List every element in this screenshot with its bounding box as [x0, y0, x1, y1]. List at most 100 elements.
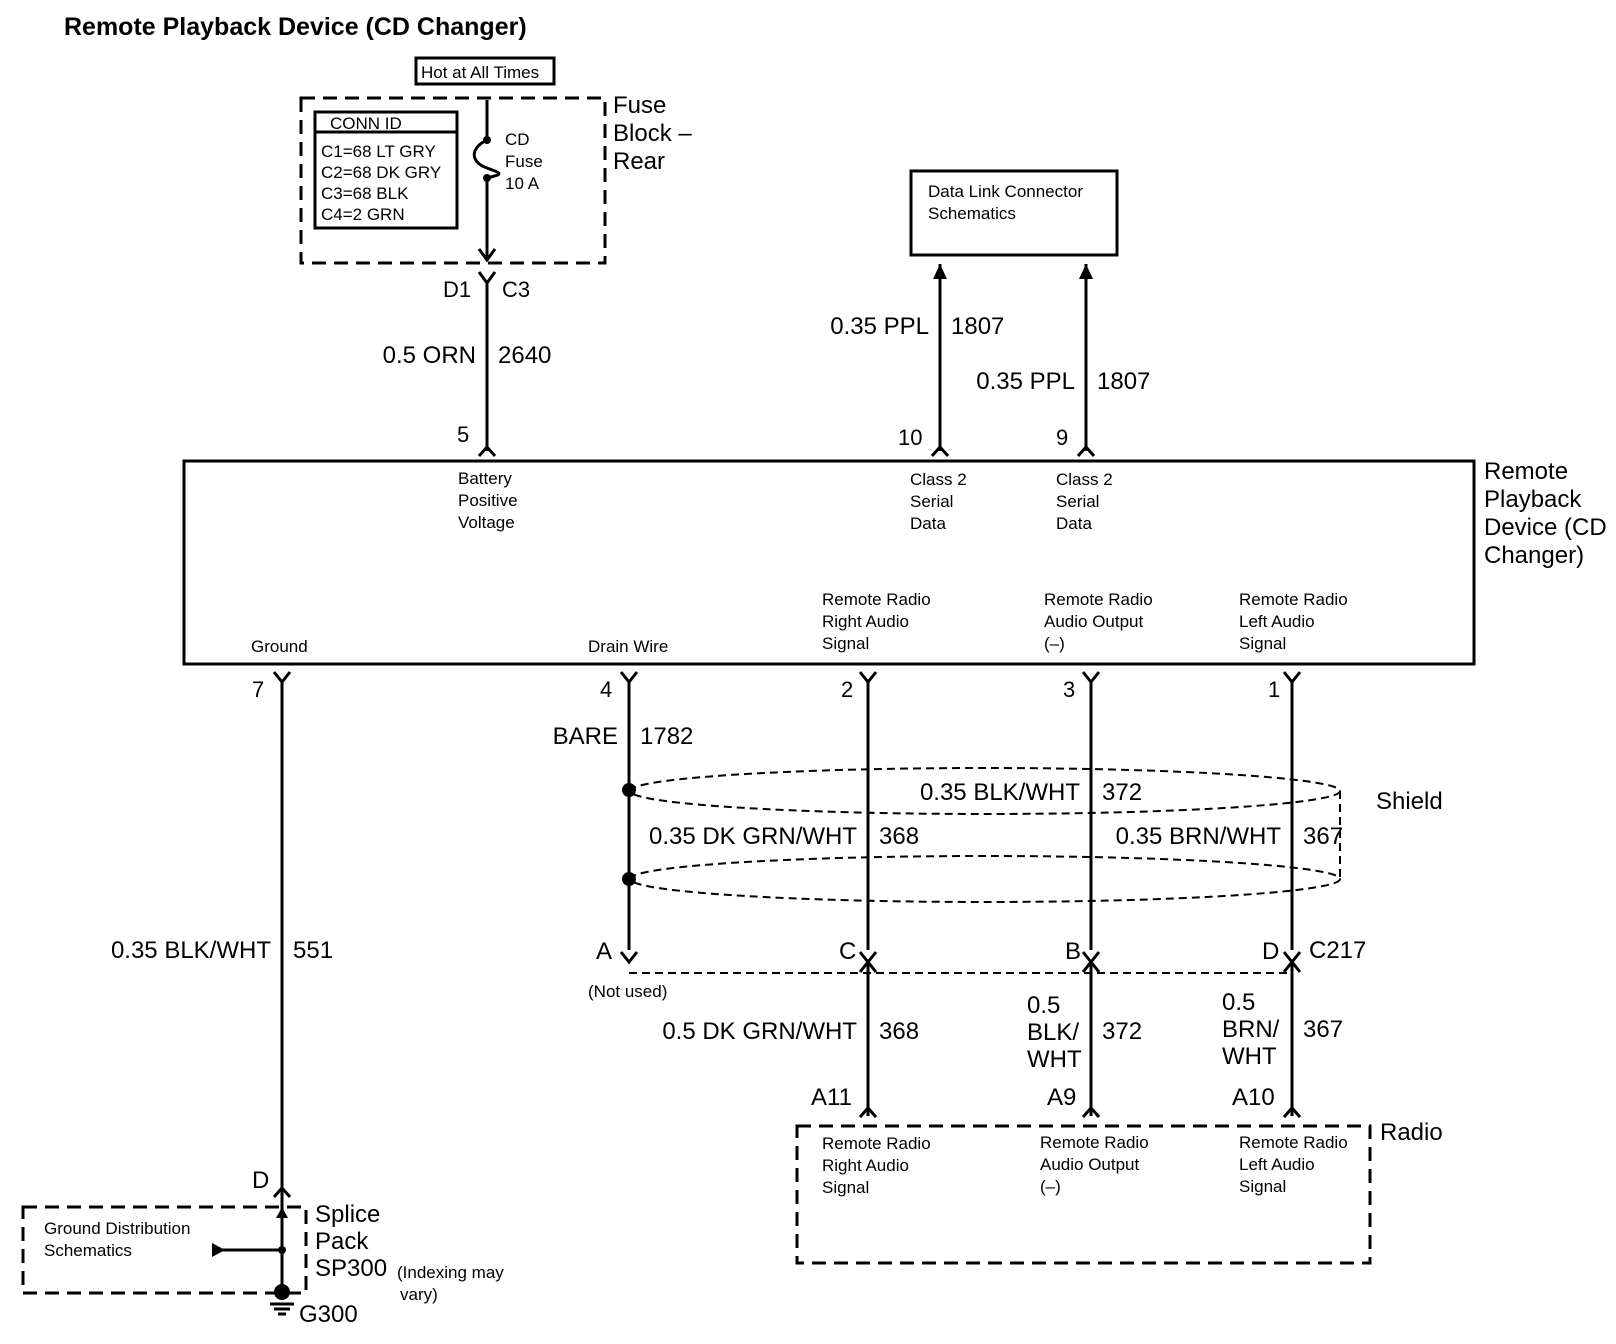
connector-icon — [1282, 671, 1302, 685]
hot-label: Hot at All Times — [421, 63, 539, 82]
pin-function-label: Class 2 — [910, 470, 967, 489]
wire-color: 0.35 PPL — [976, 368, 1075, 395]
pin-function-label: Remote Radio — [1239, 590, 1348, 609]
circuit-number: 372 — [1102, 1018, 1142, 1045]
connector-icon — [619, 671, 639, 685]
pin-function-label: Signal — [1239, 634, 1286, 653]
pin-number: 10 — [898, 425, 922, 450]
connector-icon — [1081, 1105, 1101, 1118]
pin-function-label: Remote Radio — [1044, 590, 1153, 609]
pin-number: 5 — [457, 422, 469, 447]
device-name: Changer) — [1484, 542, 1584, 569]
pin-function-label: Voltage — [458, 513, 515, 532]
pin-label: D1 — [443, 277, 471, 302]
pin-label: A10 — [1232, 1084, 1275, 1111]
wire-color: BLK/ — [1027, 1019, 1079, 1046]
fuse-block-outline — [299, 96, 607, 265]
pin-function-label: Class 2 — [1056, 470, 1113, 489]
pin-function-label: Signal — [1239, 1177, 1286, 1196]
connector-icon — [272, 1185, 292, 1198]
pin-label: A11 — [811, 1084, 852, 1111]
shield-outline — [629, 855, 1341, 903]
ground-name: G300 — [299, 1301, 358, 1328]
wire-color: 0.35 BLK/WHT — [111, 937, 271, 964]
pin-number: 1 — [1268, 677, 1280, 702]
hot-label-box — [414, 56, 556, 86]
wire-color: 0.35 PPL — [830, 313, 929, 340]
circuit-number: 1807 — [1097, 368, 1150, 395]
splice-dot — [622, 783, 636, 797]
pin-letter: C — [839, 938, 856, 965]
pin-function-label: Remote Radio — [1040, 1133, 1149, 1152]
shield-label: Shield — [1376, 788, 1443, 815]
pin-function-label: Data — [910, 514, 946, 533]
pin-function-label: Left Audio — [1239, 612, 1315, 631]
pin-function-label: (–) — [1044, 634, 1065, 653]
pin-function-label: Audio Output — [1040, 1155, 1140, 1174]
fuse-block-name: Fuse — [613, 92, 666, 119]
pin-function-label: Ground — [251, 637, 308, 656]
arrow-down-icon — [477, 248, 497, 263]
pin-letter: B — [1065, 938, 1081, 965]
splice-name: SP300 — [315, 1255, 387, 1282]
data-link-label: Data Link Connector — [928, 182, 1083, 201]
wire-color: 0.5 — [1222, 989, 1255, 1016]
pin-function-label: Serial — [910, 492, 953, 511]
wire-color: 0.35 BLK/WHT — [920, 779, 1080, 806]
device-name: Remote — [1484, 458, 1568, 485]
circuit-number: 368 — [879, 1018, 919, 1045]
wire-color: WHT — [1027, 1046, 1082, 1073]
fuse-block-name: Rear — [613, 148, 665, 175]
splice-note: vary) — [400, 1285, 438, 1304]
page-title: Remote Playback Device (CD Changer) — [64, 13, 527, 41]
pin-function-label: Remote Radio — [1239, 1133, 1348, 1152]
wire-color: 0.5 — [1027, 992, 1060, 1019]
splice-name: Pack — [315, 1228, 369, 1255]
fuse-label: CD — [505, 130, 530, 149]
pin-function-label: Signal — [822, 634, 869, 653]
device-name: Playback — [1484, 486, 1582, 513]
fuse-label: Fuse — [505, 152, 543, 171]
connector-icon — [272, 671, 292, 685]
circuit-number: 367 — [1303, 1016, 1343, 1043]
splice-dot — [622, 872, 636, 886]
connector-icon — [1076, 444, 1096, 457]
wire-color: BARE — [553, 723, 618, 750]
pin-letter: D — [252, 1167, 269, 1194]
radio-outline — [795, 1124, 1372, 1265]
circuit-number: 2640 — [498, 342, 551, 369]
wire-color: BRN/ — [1222, 1016, 1280, 1043]
conn-id-row: C4=2 GRN — [321, 205, 405, 224]
pin-number: 7 — [252, 677, 264, 702]
pin-letter: A — [596, 938, 612, 965]
splice-pack-outline — [21, 1205, 308, 1295]
arrow-up-icon — [1079, 264, 1093, 279]
connector-icon — [930, 444, 950, 457]
circuit-number: 1807 — [951, 313, 1004, 340]
pin-label: A9 — [1047, 1084, 1076, 1111]
circuit-number: 1782 — [640, 723, 693, 750]
fuse-block-name: Block – — [613, 120, 692, 147]
ground-dist-label: Ground Distribution — [44, 1219, 190, 1238]
circuit-number: 368 — [879, 823, 919, 850]
wire-color: 0.5 ORN — [383, 342, 476, 369]
pin-function-label: Audio Output — [1044, 612, 1144, 631]
conn-id-row: C1=68 LT GRY — [321, 142, 436, 161]
splice-note: (Indexing may — [397, 1263, 504, 1282]
pin-number: 2 — [841, 677, 853, 702]
arrow-up-icon — [276, 1207, 288, 1218]
connector-name: C217 — [1309, 937, 1366, 964]
connector-icon — [1081, 671, 1101, 685]
pin-function-label: Data — [1056, 514, 1092, 533]
pin-function-label: Left Audio — [1239, 1155, 1315, 1174]
connector-icon — [858, 671, 878, 685]
pin-function-label: (–) — [1040, 1177, 1061, 1196]
pin-function-label: Right Audio — [822, 1156, 909, 1175]
ground-dist-label: Schematics — [44, 1241, 132, 1260]
wire-color: 0.35 BRN/WHT — [1116, 823, 1282, 850]
pin-function-label: Serial — [1056, 492, 1099, 511]
pin-label: C3 — [502, 277, 530, 302]
connector-icon — [477, 444, 497, 457]
pin-function-label: Positive — [458, 491, 518, 510]
